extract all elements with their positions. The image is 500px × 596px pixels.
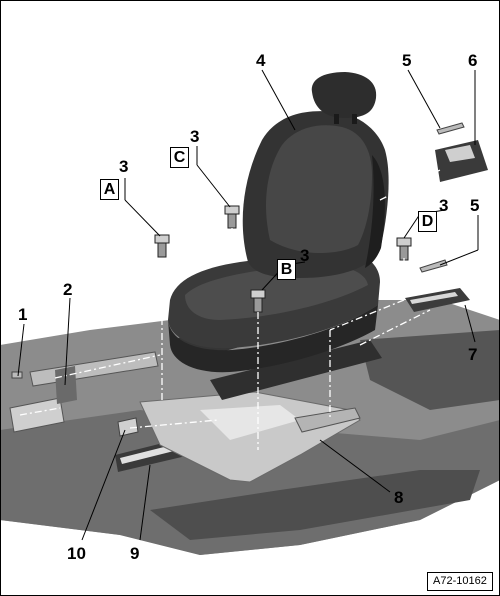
headrest-post [334, 114, 339, 124]
seat-side-panel [168, 305, 378, 373]
seat-rail-right [210, 340, 382, 400]
backrest-side-bolster [365, 155, 385, 268]
callout-1: 1 [18, 305, 28, 324]
figure-id: A72-10162 [427, 572, 493, 591]
seat-plate [139, 391, 361, 483]
headrest-post-2 [352, 114, 357, 124]
rear-rail-8 [294, 407, 361, 433]
callout-5-upper: 5 [402, 51, 412, 70]
part-5-upper [436, 122, 465, 135]
outer-bracket-7-top [410, 292, 458, 304]
callout-4: 4 [256, 51, 266, 70]
part-5-lower [419, 259, 448, 273]
callout-5-lower: 5 [470, 196, 480, 215]
callout-6: 6 [468, 51, 478, 70]
headrest [311, 72, 377, 118]
backrest-panel [266, 125, 372, 254]
seat-cushion-top [185, 264, 368, 320]
floor-tunnel [360, 330, 500, 410]
seat-plate-highlight [200, 405, 300, 440]
callout-7: 7 [468, 345, 478, 364]
bolt-3-d [396, 237, 412, 261]
callout-9: 9 [130, 544, 140, 563]
callout-8: 8 [394, 488, 404, 507]
callout-3-a: 3 [119, 157, 129, 176]
detail-label-a: A [100, 179, 119, 200]
detail-label-d: D [418, 211, 437, 232]
part-10 [117, 417, 139, 437]
floor-trim-strip [55, 366, 77, 404]
bolt-3-a [154, 234, 170, 258]
trim-cover-6 [435, 140, 488, 182]
small-part-1 [11, 371, 23, 379]
trim-cover-6-detail [445, 145, 475, 162]
leader-lines [17, 69, 479, 541]
front-bracket-1 [9, 397, 65, 433]
callout-3-d: 3 [439, 196, 449, 215]
bolt-3-c [224, 205, 240, 229]
callout-3-b: 3 [300, 246, 310, 265]
detail-label-b: B [277, 259, 296, 280]
callout-2: 2 [63, 280, 73, 299]
detail-label-c: C [170, 147, 189, 168]
floor-lower-ridge [150, 470, 480, 540]
callout-3-c: 3 [190, 127, 200, 146]
callout-10: 10 [67, 544, 86, 563]
alignment-lines [19, 169, 441, 450]
